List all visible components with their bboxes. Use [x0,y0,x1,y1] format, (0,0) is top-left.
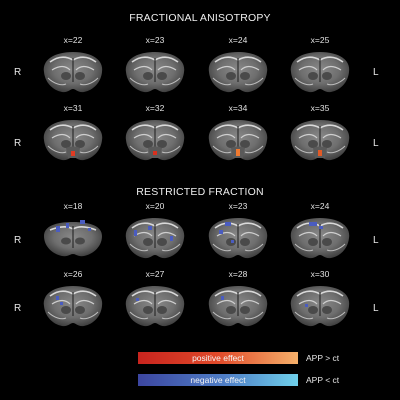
brain-slice-image [118,116,192,164]
brain-slice-image [36,116,110,164]
slice-label: x=35 [310,103,330,113]
brain-slice-image [118,282,192,330]
section-title-fa: FRACTIONAL ANISOTROPY [129,12,271,24]
slice-label: x=22 [63,35,83,45]
brain-slice-image [36,282,110,330]
row-right-label: L [373,235,379,246]
slice-label: x=24 [310,201,330,211]
row-left-label: R [14,138,22,149]
row-left-label: R [14,235,22,246]
brain-slice-image [201,214,275,262]
slice-label: x=30 [310,269,330,279]
slice-label: x=25 [310,35,330,45]
row-right-label: L [373,67,379,78]
row-right-label: L [373,138,379,149]
row-left-label: R [14,67,22,78]
brain-slice-image [283,282,357,330]
slice-label: x=27 [145,269,165,279]
brain-slice-image [283,48,357,96]
section-title-rf: RESTRICTED FRACTION [136,186,264,198]
negative-effect-cluster [56,220,91,232]
brain-slice-image [283,214,357,262]
brain-slice-image [201,116,275,164]
slice-label: x=26 [63,269,83,279]
brain-slice-image [201,48,275,96]
brain-slice-image [283,116,357,164]
negative-effect-cluster [221,296,224,300]
slice-label: x=24 [228,35,248,45]
positive-effect-cluster [236,149,240,156]
slice-label: x=23 [228,201,248,211]
slice-label: x=34 [228,103,248,113]
slice-label: x=28 [228,269,248,279]
slice-label: x=23 [145,35,165,45]
brain-slice-image [118,214,192,262]
negative-effect-cluster [219,222,234,243]
slice-label: x=32 [145,103,165,113]
slice-label: x=31 [63,103,83,113]
positive-effect-cluster [71,151,75,156]
row-left-label: R [14,303,22,314]
brain-slice-image [201,282,275,330]
brain-slice-image [36,48,110,96]
positive-effect-label: APP > ct [306,353,340,363]
slice-label: x=18 [63,201,83,211]
negative-effect-cluster [309,222,323,229]
negative-effect-cluster [305,304,308,307]
positive-effect-text: positive effect [192,353,244,363]
positive-effect-legend-bar: positive effect [138,352,298,364]
brain-slice-image [36,214,110,262]
row-right-label: L [373,303,379,314]
negative-effect-text: negative effect [190,375,246,385]
negative-effect-cluster [134,226,173,241]
positive-effect-cluster [318,150,322,156]
negative-effect-cluster [136,298,139,301]
brain-slice-image [118,48,192,96]
negative-effect-cluster [56,296,63,305]
positive-effect-cluster [153,151,157,155]
slice-label: x=20 [145,201,165,211]
negative-effect-legend-bar: negative effect [138,374,298,386]
negative-effect-label: APP < ct [306,375,340,385]
